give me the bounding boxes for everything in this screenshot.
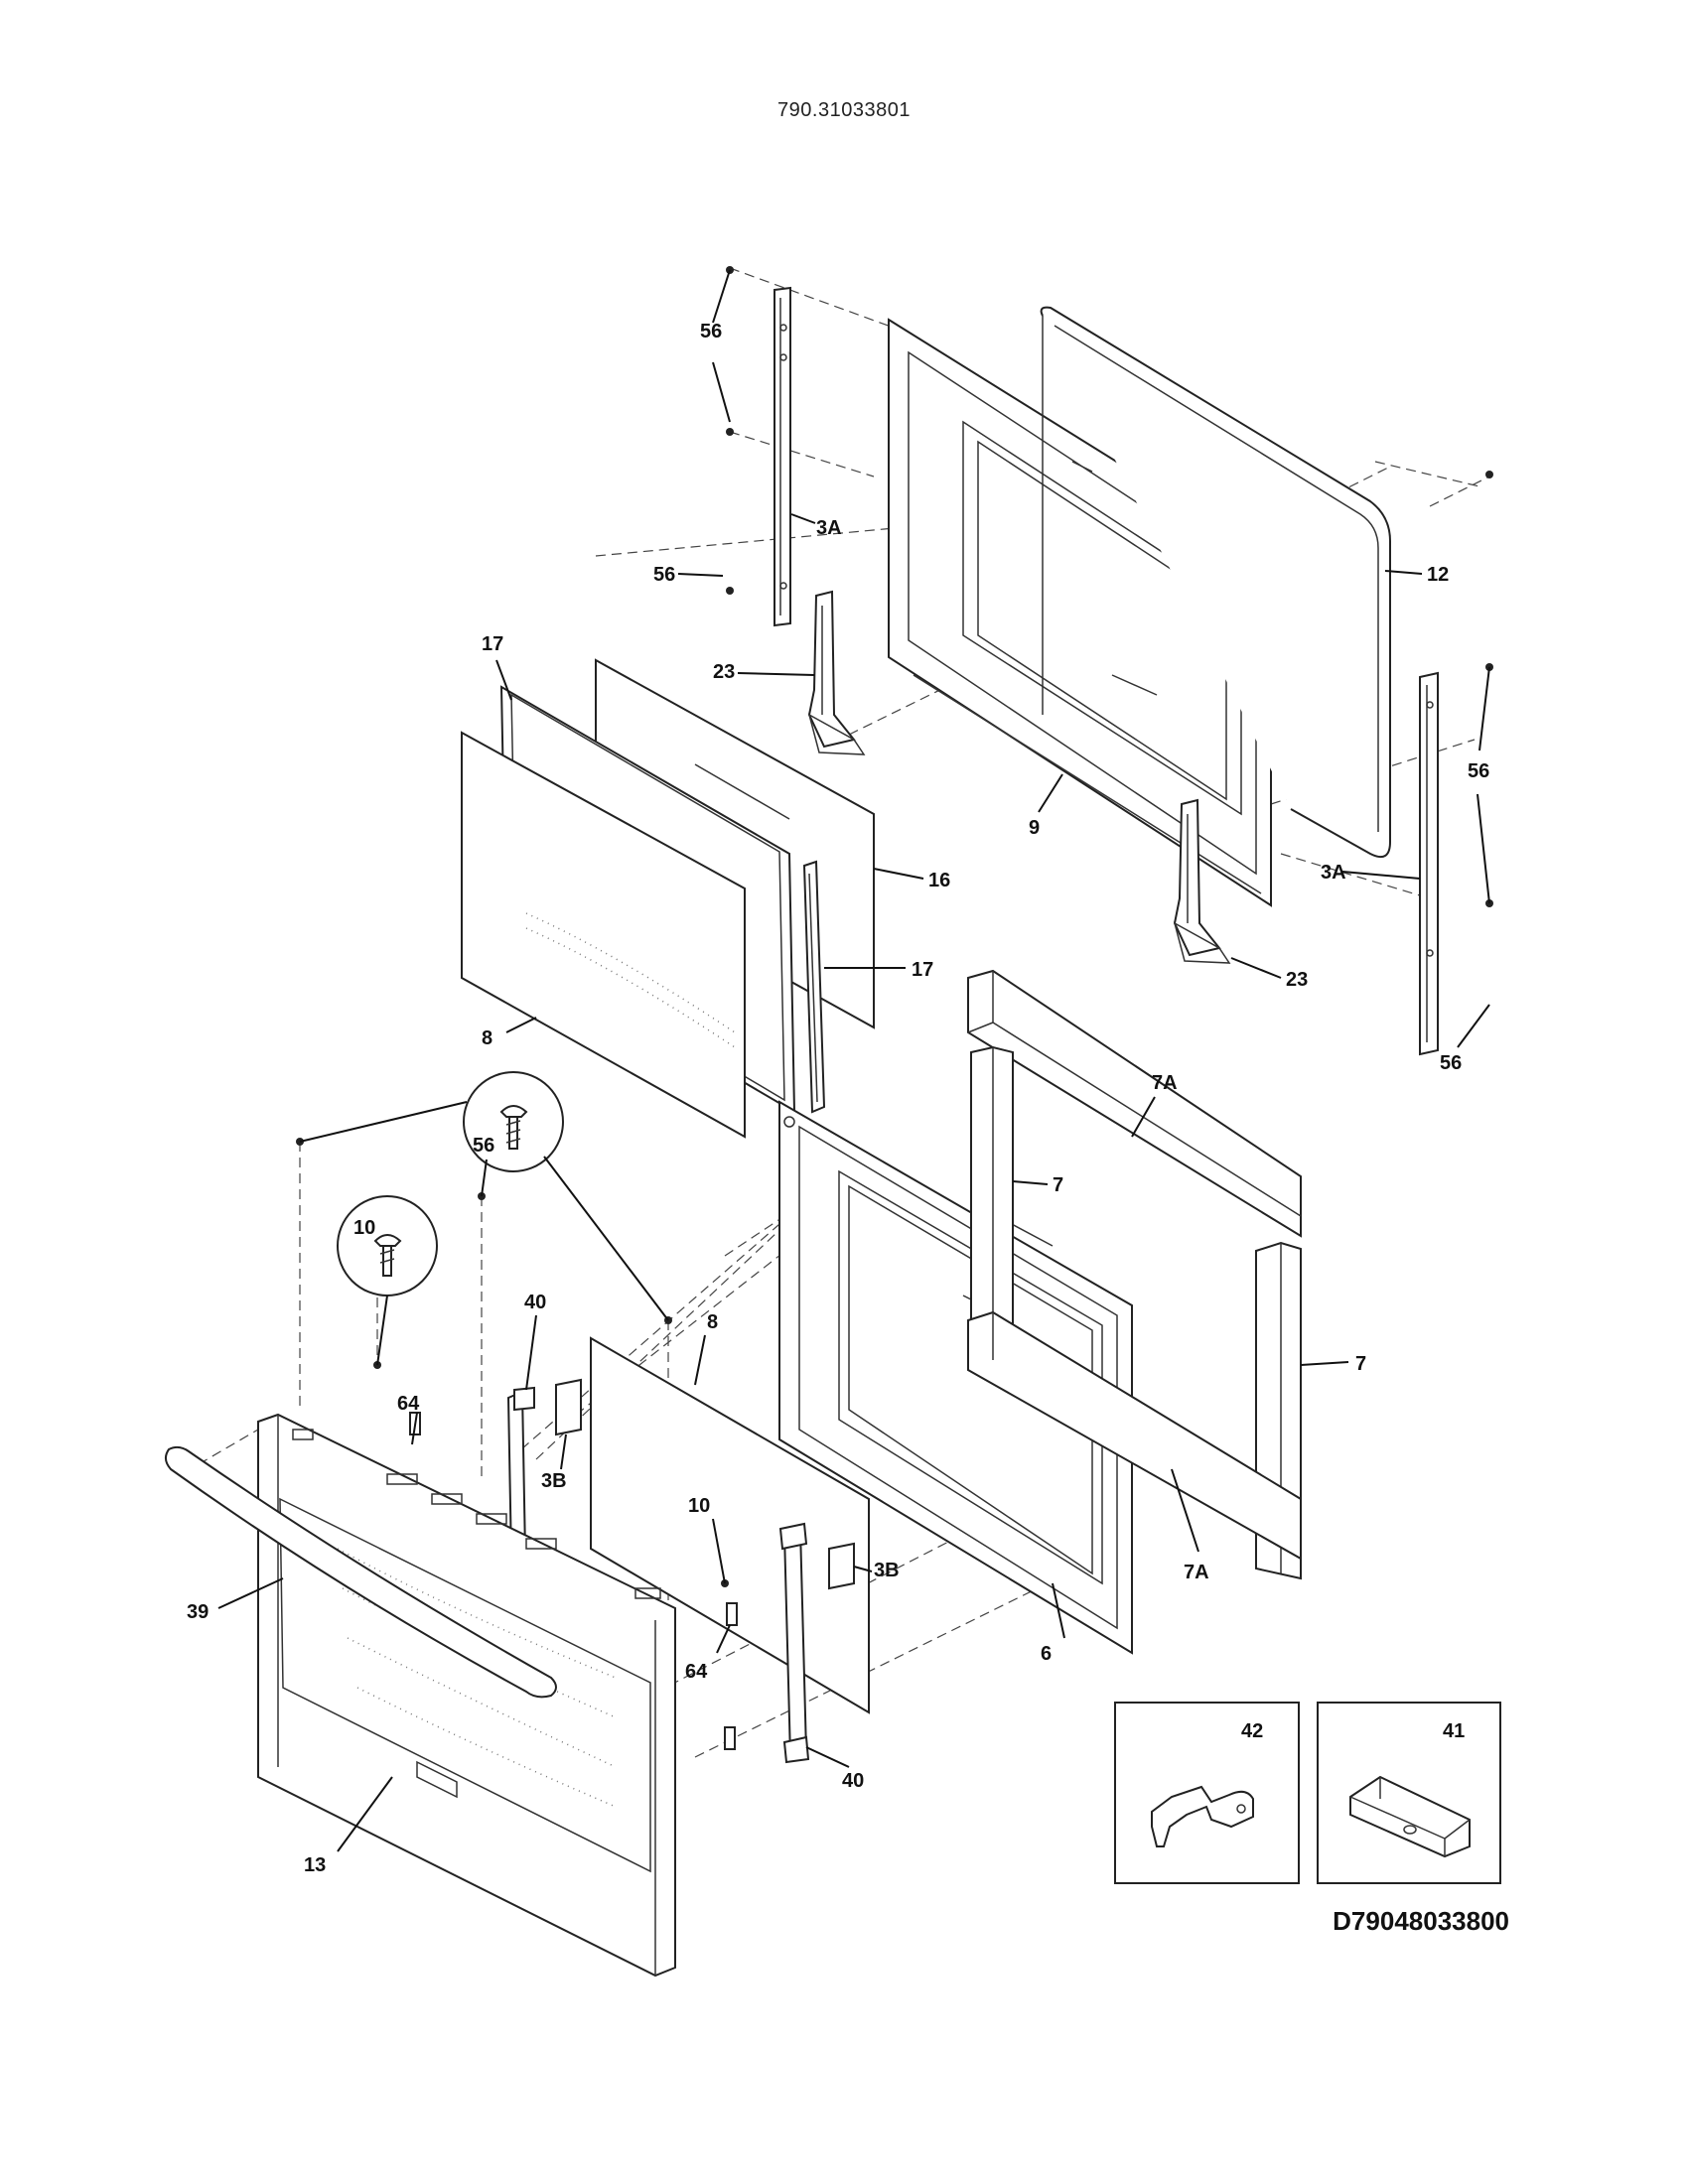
callout-12: 12 — [1427, 564, 1449, 586]
callout-7a: 7A — [1152, 1072, 1178, 1094]
callout-labels: 56 56 3A 12 23 9 17 16 17 56 3A 23 56 8 … — [187, 321, 1489, 1876]
callout-64: 64 — [685, 1661, 708, 1683]
part-64-bumper-mid — [726, 1602, 738, 1626]
part-23-hinge-right — [1173, 798, 1231, 964]
part-7a-insulation-top — [967, 969, 1302, 1238]
callout-10: 10 — [353, 1217, 375, 1239]
callout-9: 9 — [1029, 817, 1040, 839]
callout-23: 23 — [1286, 969, 1308, 991]
part-40-channel-right — [778, 1522, 810, 1764]
callout-16: 16 — [928, 870, 950, 891]
callout-56: 56 — [700, 321, 722, 342]
callout-10: 10 — [688, 1495, 710, 1517]
part-8-outer-glass-upper — [461, 731, 746, 1139]
part-64-bumper-lower — [724, 1726, 736, 1750]
callout-8: 8 — [482, 1027, 492, 1049]
callout-3a: 3A — [816, 517, 842, 539]
callout-23: 23 — [713, 661, 735, 683]
callout-56: 56 — [473, 1135, 494, 1157]
part-17-glass-pack-lower — [802, 860, 826, 1114]
part-3b-clip-lower — [828, 1542, 855, 1590]
part-7a-insulation-bottom — [967, 1310, 1302, 1561]
callout-17: 17 — [912, 959, 933, 981]
callout-7a: 7A — [1184, 1562, 1209, 1583]
callout-3b: 3B — [541, 1470, 567, 1492]
callout-41: 41 — [1443, 1720, 1465, 1742]
part-23-hinge-left — [807, 590, 866, 755]
inset-part-41: 41 — [1317, 1702, 1501, 1884]
callout-17: 17 — [482, 633, 503, 655]
callout-42: 42 — [1241, 1720, 1263, 1742]
part-39-door-handle — [165, 1445, 557, 1699]
callout-56: 56 — [1440, 1052, 1462, 1074]
part-3a-right-bracket — [1419, 671, 1439, 1056]
callout-40: 40 — [524, 1292, 546, 1313]
screw-10-magnified-detail — [337, 1195, 438, 1297]
part-7-insulation-left — [970, 1045, 1014, 1332]
callout-40: 40 — [842, 1770, 864, 1792]
callout-7: 7 — [1355, 1353, 1366, 1375]
model-number: 790.31033801 — [777, 99, 911, 121]
callout-8: 8 — [707, 1311, 718, 1333]
callout-3a: 3A — [1321, 862, 1346, 884]
callout-13: 13 — [304, 1854, 326, 1876]
part-12-door-gasket — [1040, 306, 1391, 858]
part-13-outer-door-panel — [257, 1413, 676, 1978]
callout-7: 7 — [1053, 1174, 1063, 1196]
callout-56: 56 — [653, 564, 675, 586]
diagram-code: D79048033800 — [1333, 1906, 1509, 1936]
callout-6: 6 — [1041, 1643, 1052, 1665]
callout-56: 56 — [1468, 760, 1489, 782]
callout-39: 39 — [187, 1601, 209, 1623]
inset-part-42: 42 — [1114, 1702, 1300, 1884]
callout-3b: 3B — [874, 1560, 900, 1581]
screw-56-magnified-detail — [463, 1071, 564, 1172]
callout-64: 64 — [397, 1393, 420, 1415]
part-3a-left-bracket — [774, 286, 791, 627]
part-3b-clip-upper — [555, 1378, 582, 1436]
leader-lines — [217, 269, 1490, 1852]
